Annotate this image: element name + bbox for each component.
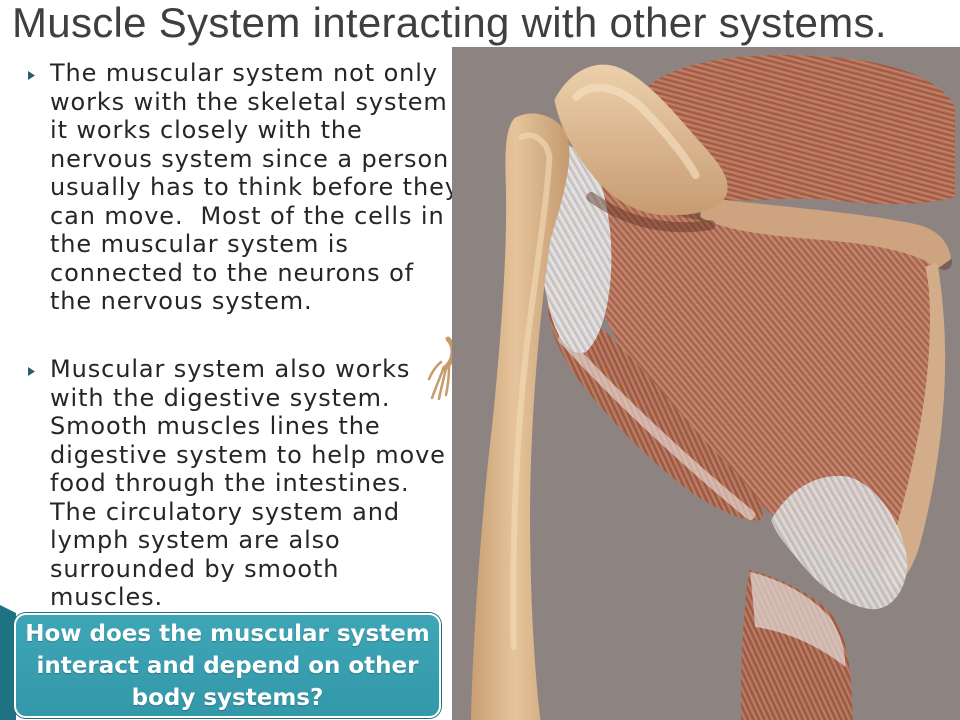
humerus-highlight [510,132,553,650]
infraspinatus-muscle [577,175,938,568]
acromion-shadow [586,192,716,233]
question-box: How does the muscular system interact an… [14,613,441,718]
arrow-bullet-icon [28,71,35,80]
shoulder-anatomy-illustration [452,47,960,720]
bullet-item: The muscular system not only works with … [28,59,498,329]
bullet-text: Muscular system also works with the dige… [50,355,446,611]
teres-minor-muscle [547,300,763,521]
callout-flap [0,605,16,720]
supraspinatus-muscle [646,55,956,204]
lower-tendon [771,476,908,610]
teres-major-tendon [750,572,846,667]
bullet-text: The muscular system not only works with … [50,59,460,315]
slide-title: Muscle System interacting with other sys… [12,0,887,46]
bullet-item: Muscular system also works with the dige… [28,355,498,625]
arrow-bullet-icon [28,367,35,376]
acromion-highlight [572,83,700,179]
scapular-spine [700,197,952,269]
question-text: How does the muscular system interact an… [25,620,430,711]
acromion-bone [554,64,728,216]
tendon-streak [558,334,756,520]
